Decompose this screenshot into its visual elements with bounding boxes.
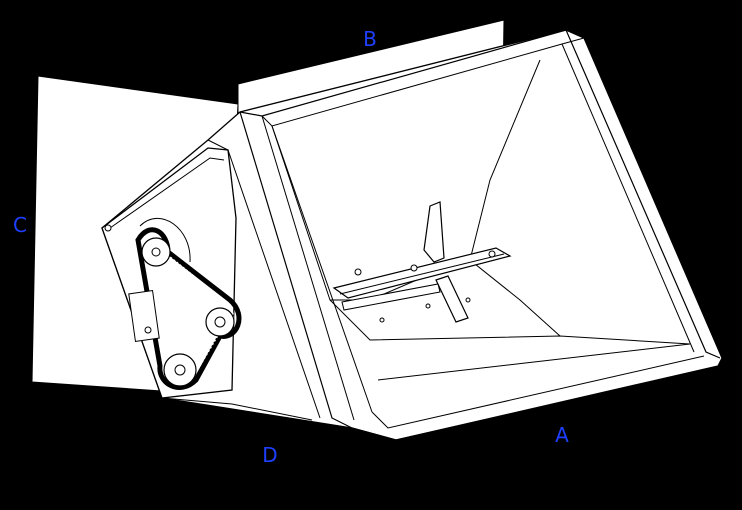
side-housing-edge-2 (207, 139, 321, 419)
hopper-right-edge (565, 29, 721, 359)
shaft-collar-2 (354, 268, 362, 276)
belt-drive (128, 217, 242, 390)
hopper-bottom-lip (351, 365, 723, 441)
label-d: D (262, 443, 277, 467)
mixer-shaft (332, 247, 512, 299)
upper-pulley-hub (151, 247, 161, 257)
label-b: B (363, 27, 377, 51)
front-frame-left (239, 111, 353, 429)
floor-bolt-1 (379, 317, 385, 323)
shaft-end (488, 250, 496, 258)
paddle-upper (423, 201, 445, 263)
lower-sprocket-hub (174, 364, 186, 376)
hopper-floor-line (377, 343, 691, 381)
mixer-shaft-line (339, 253, 505, 295)
drive-belt (135, 227, 242, 390)
middle-sprocket-hub (214, 316, 226, 328)
interior-slope (271, 125, 691, 345)
floor-bolt-2 (425, 303, 431, 309)
label-c: C (13, 213, 27, 237)
floor-bolt-3 (465, 297, 471, 303)
tensioner-bracket (128, 289, 160, 343)
mixer-assembly (332, 201, 512, 323)
hopper-top-rim-inner (261, 37, 585, 127)
upper-guard (139, 217, 191, 263)
side-housing-edge (109, 157, 225, 229)
front-frame-inner (261, 115, 355, 421)
front-frame-inner-2 (271, 125, 373, 413)
hopper-right-edge-inner (561, 43, 695, 353)
housing-bolt (104, 224, 112, 232)
shaft-collar (410, 264, 418, 272)
hopper-bottom-lip-inner (371, 355, 705, 429)
label-a: A (555, 423, 569, 447)
side-housing-bottom (161, 397, 313, 421)
lower-shaft (341, 283, 441, 311)
tensioner-bolt (144, 326, 152, 334)
paddle-lower (435, 275, 469, 323)
